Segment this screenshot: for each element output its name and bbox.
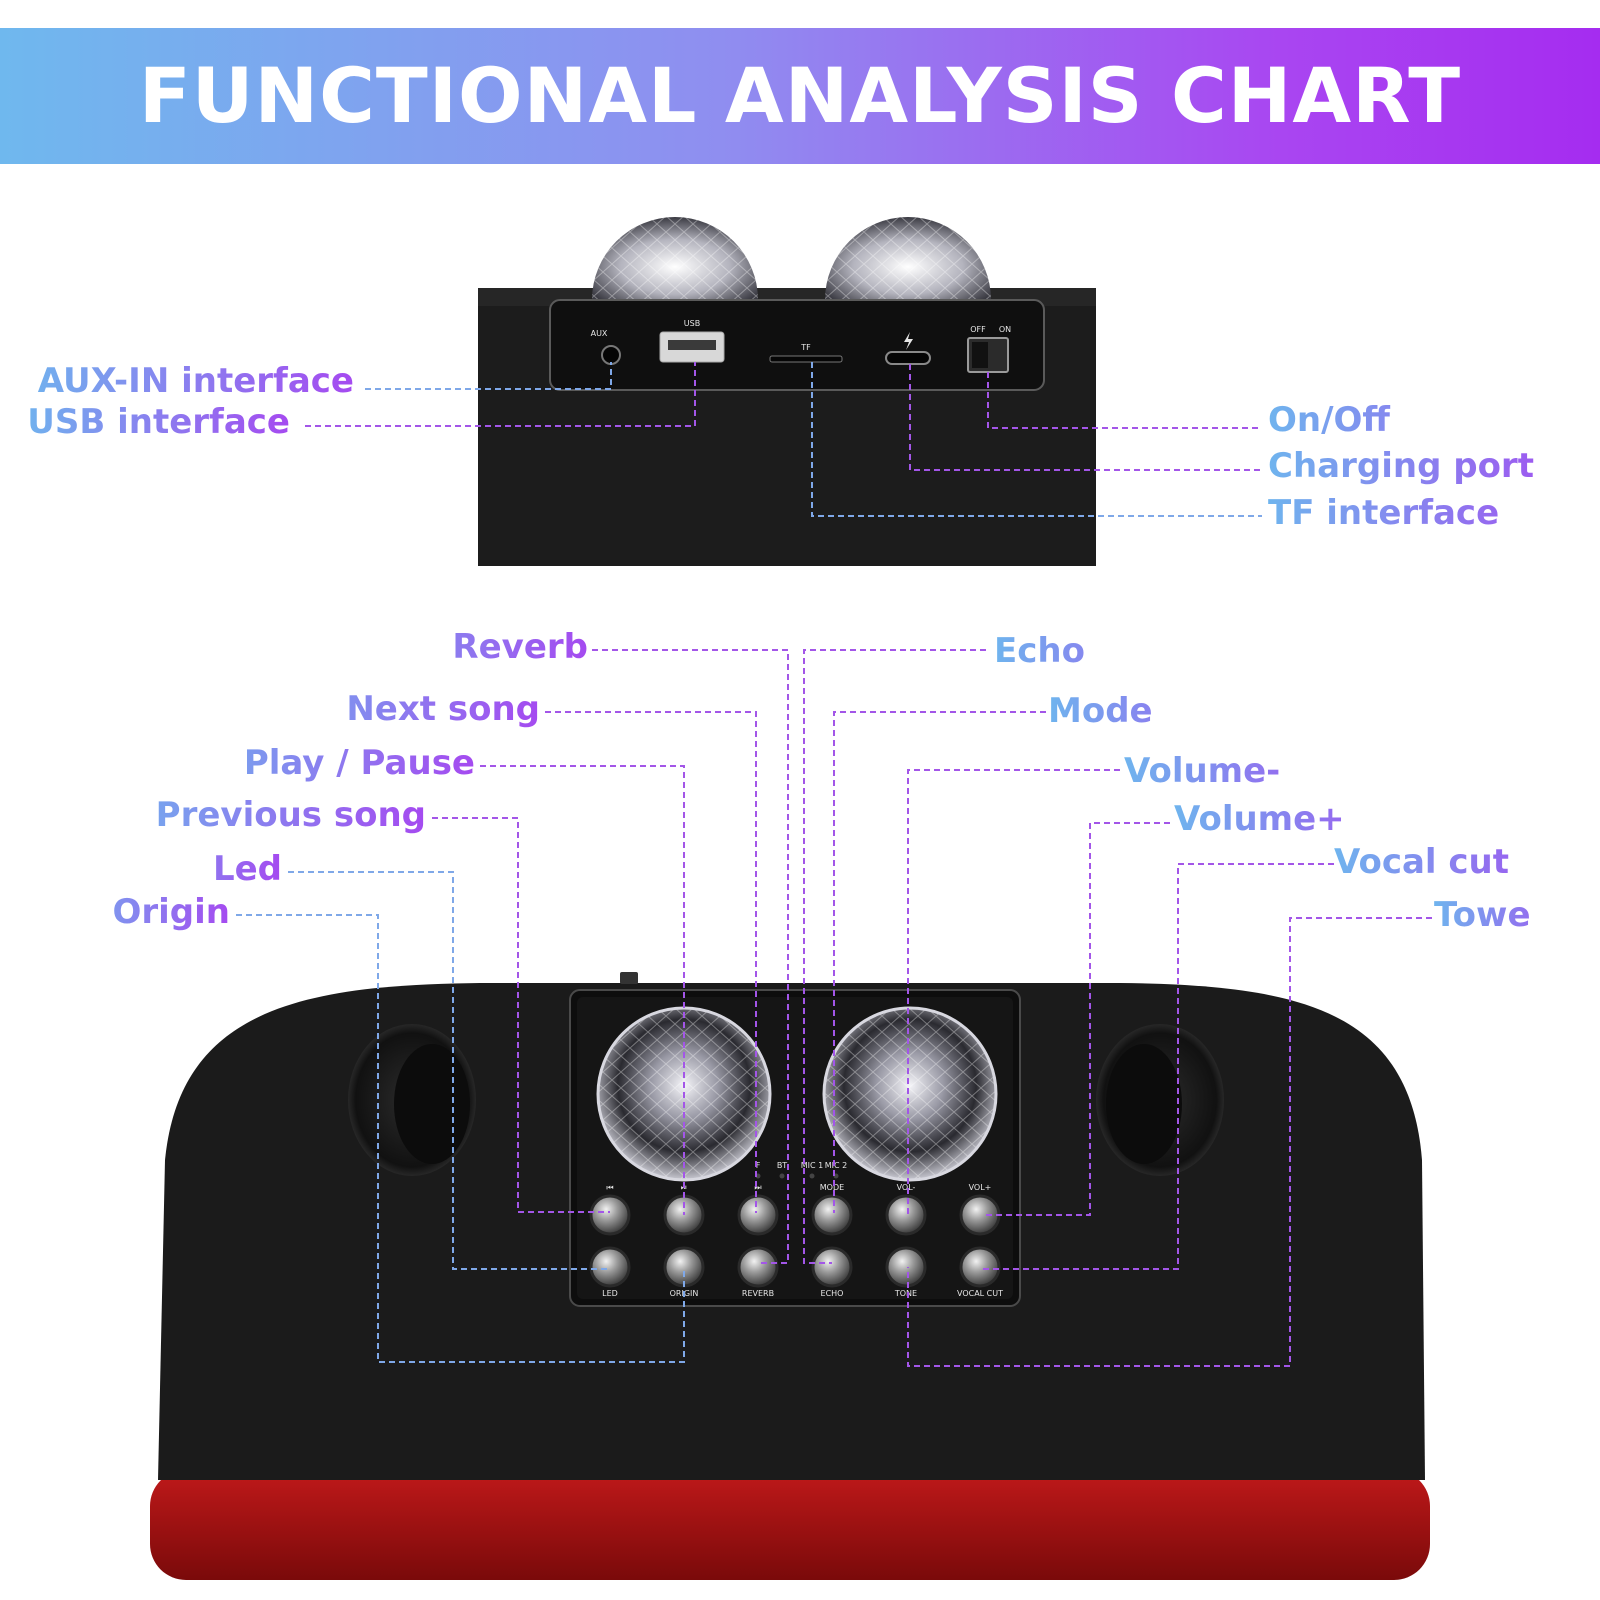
top-disco-ball-left (592, 217, 758, 300)
leader-origin (236, 914, 685, 1363)
callout-play-pause: Play / Pause (170, 741, 475, 785)
disco-ball-right (822, 1006, 998, 1182)
leader-next-song (545, 711, 757, 1213)
indicator-f-label: F (756, 1161, 761, 1170)
mode-button-label: MODE (820, 1183, 844, 1192)
aux-port[interactable] (601, 345, 621, 365)
callout-towe: Towe (1434, 893, 1584, 937)
on-label: ON (999, 325, 1011, 334)
top-disco-ball-right (825, 217, 991, 300)
leader-tf (811, 362, 1262, 517)
callout-on-off: On/Off (1268, 398, 1568, 442)
top-device-rear: AUX USB TF lightning-icon OFF ON (478, 217, 1096, 566)
callout-next-song: Next song (240, 687, 540, 731)
tf-slot[interactable] (769, 355, 843, 363)
leader-previous-song (432, 817, 610, 1213)
tf-port-label: TF (800, 343, 811, 352)
leader-volume-plus (982, 822, 1170, 1216)
leader-towe (907, 917, 1432, 1367)
leader-echo (803, 649, 986, 1264)
control-leader-lines (236, 649, 1432, 1367)
port-panel (549, 299, 1045, 391)
previous-song-button[interactable] (589, 1194, 631, 1236)
volume-minus-button[interactable] (885, 1194, 927, 1236)
page-title: FUNCTIONAL ANALYSIS CHART (138, 51, 1462, 140)
callout-reverb: Reverb (300, 625, 588, 669)
next-song-button[interactable] (737, 1194, 779, 1236)
mode-button[interactable] (811, 1194, 853, 1236)
callout-origin: Origin (60, 890, 230, 934)
indicator-mic1-label: MIC 1 (801, 1161, 823, 1170)
leader-play-pause (480, 765, 685, 1215)
led-button-label: LED (602, 1289, 618, 1298)
vocal-cut-button[interactable] (959, 1246, 1001, 1288)
indicator-mic2-label: MIC 2 (825, 1161, 847, 1170)
leader-aux (365, 362, 612, 390)
button-row-1 (589, 1194, 1001, 1236)
callout-led: Led (100, 847, 282, 891)
leader-reverb (592, 649, 789, 1264)
callout-tf: TF interface (1268, 491, 1588, 535)
tone-button-label: TONE (894, 1289, 917, 1298)
off-label: OFF (970, 325, 986, 334)
callout-vocal-cut: Vocal cut (1334, 840, 1574, 884)
indicator-led (809, 1173, 815, 1179)
indicator-led (779, 1173, 785, 1179)
title-banner: FUNCTIONAL ANALYSIS CHART (0, 28, 1600, 164)
main-device-top-view: F BT MIC 1 MIC 2 ⏮ ⏯ ⏭ MODE VOL- VOL+ (150, 972, 1430, 1580)
callout-volume-minus: Volume- (1124, 749, 1364, 793)
vocal-cut-button-label: VOCAL CUT (957, 1289, 1003, 1298)
reverb-button[interactable] (737, 1246, 779, 1288)
vol-plus-button-label: VOL+ (969, 1183, 992, 1192)
callout-usb: USB interface (20, 400, 290, 444)
leader-led (288, 871, 610, 1270)
top-leader-lines (305, 362, 1262, 517)
callout-previous-song: Previous song (100, 793, 426, 837)
aux-port-label: AUX (591, 329, 608, 338)
callout-echo: Echo (994, 629, 1214, 673)
usb-port-label: USB (684, 319, 700, 328)
volume-plus-button[interactable] (959, 1194, 1001, 1236)
next-song-icon: ⏭ (754, 1183, 761, 1192)
leader-mode (833, 711, 1046, 1213)
echo-button[interactable] (811, 1246, 853, 1288)
leader-charging (909, 364, 1262, 471)
indicator-bt-label: BT (777, 1161, 787, 1170)
origin-button[interactable] (663, 1246, 705, 1288)
callout-mode: Mode (1048, 689, 1268, 733)
reverb-button-label: REVERB (742, 1289, 774, 1298)
callout-charging-port: Charging port (1268, 444, 1588, 488)
charging-symbol (904, 332, 913, 350)
leader-usb (305, 362, 696, 427)
echo-button-label: ECHO (821, 1289, 844, 1298)
tone-button[interactable] (885, 1246, 927, 1288)
vol-minus-button-label: VOL- (897, 1183, 916, 1192)
callout-aux-in: AUX-IN interface (20, 359, 354, 403)
leader-volume-minus (907, 769, 1120, 1215)
led-button[interactable] (589, 1246, 631, 1288)
callout-volume-plus: Volume+ (1174, 797, 1414, 841)
red-base (150, 1470, 1430, 1580)
leader-on-off (987, 372, 1262, 429)
prev-song-icon: ⏮ (606, 1183, 613, 1192)
charging-port[interactable] (885, 351, 931, 365)
